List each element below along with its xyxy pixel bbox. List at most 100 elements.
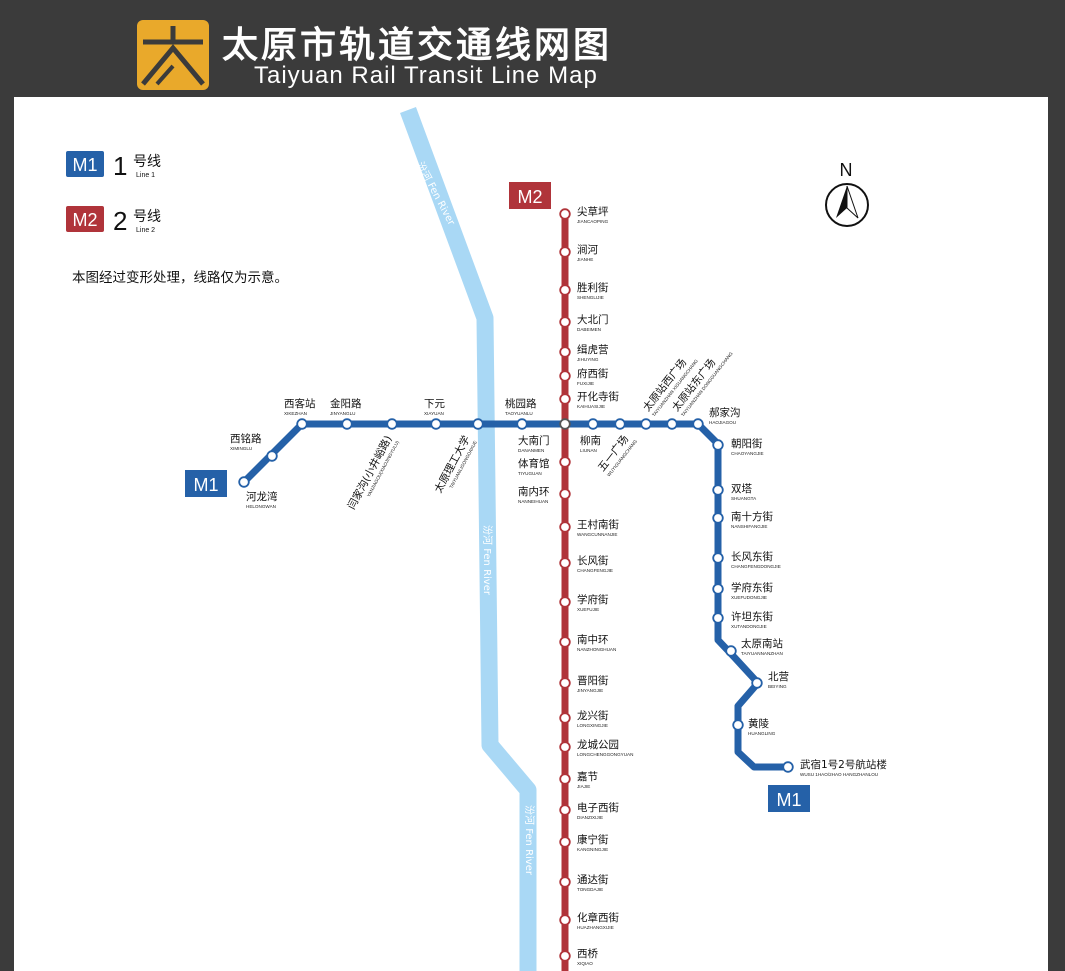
- line1-station-pinyin-17: CHANGFENGDONGJIE: [731, 564, 781, 569]
- line2-station-17[interactable]: [559, 804, 571, 816]
- line1-station-13[interactable]: [692, 418, 704, 430]
- line1-station-19[interactable]: [712, 612, 724, 624]
- line1-station-16[interactable]: [712, 512, 724, 524]
- line2-station-16[interactable]: [559, 773, 571, 785]
- line1-station-14[interactable]: [712, 439, 724, 451]
- line1-station-15[interactable]: [712, 484, 724, 496]
- line2-station-9[interactable]: [559, 521, 571, 533]
- line1-station-pinyin-20: TAIYUANNANZHAN: [741, 651, 783, 656]
- line1-station-22[interactable]: [732, 719, 744, 731]
- line2-station-4[interactable]: [559, 346, 571, 358]
- line2-station-name-7: 体育馆: [518, 457, 550, 470]
- line2-station-6[interactable]: [559, 393, 571, 405]
- line1-station-12[interactable]: [666, 418, 678, 430]
- line2-station-1[interactable]: [559, 246, 571, 258]
- line1-station-pinyin-15: SHUANGTA: [731, 496, 757, 501]
- line1-station-name-21: 北营: [768, 670, 789, 683]
- line1-station-7[interactable]: [516, 418, 528, 430]
- line1-station-1[interactable]: [266, 450, 278, 462]
- line2-station-20[interactable]: [559, 914, 571, 926]
- line1-station-4[interactable]: [386, 418, 398, 430]
- line2-station-11[interactable]: [559, 596, 571, 608]
- line2-station-3[interactable]: [559, 316, 571, 328]
- line1-station-name-1: 西铭路: [230, 432, 262, 445]
- line2-station-pinyin-12: NANZHONGHUAN: [577, 647, 616, 652]
- line2-station-pinyin-5: FUXIJIE: [577, 381, 594, 386]
- line2-station-pinyin-3: DABEIMEN: [577, 327, 601, 332]
- line1-station-18[interactable]: [712, 583, 724, 595]
- line2-station-21[interactable]: [559, 950, 571, 962]
- line2-station-pinyin-19: TONGDAJIE: [577, 887, 603, 892]
- line1-station-0[interactable]: [238, 476, 250, 488]
- line1-station-6[interactable]: [472, 418, 484, 430]
- line2-station-name-18: 康宁街: [577, 833, 609, 846]
- line1-station-name-22: 黄陵: [748, 717, 769, 730]
- line2-station-13[interactable]: [559, 677, 571, 689]
- line2-station-2[interactable]: [559, 284, 571, 296]
- line2-station-19[interactable]: [559, 876, 571, 888]
- line2-station-12[interactable]: [559, 636, 571, 648]
- line2-station-7[interactable]: [559, 456, 571, 468]
- line1-station-3[interactable]: [341, 418, 353, 430]
- line1-station-name-17: 长风东街: [731, 550, 773, 563]
- legend-badge-m2: [66, 206, 104, 232]
- line1-station-11[interactable]: [640, 418, 652, 430]
- line1-station-17[interactable]: [712, 552, 724, 564]
- line1-station-2[interactable]: [296, 418, 308, 430]
- line2-station-14[interactable]: [559, 712, 571, 724]
- line2-station-pinyin-21: XIQIAO: [577, 961, 593, 966]
- compass-needle-icon: [836, 186, 847, 218]
- line1-station-23[interactable]: [782, 761, 794, 773]
- m1-west-badge-box: [185, 470, 227, 497]
- line2-station-pinyin-2: SHENGLIJIE: [577, 295, 604, 300]
- m2-terminal-badge: M2: [509, 182, 551, 209]
- line1-station-name-18: 学府东街: [731, 581, 773, 594]
- line1-station-pinyin-5: XIAYUAN: [424, 411, 444, 416]
- line1-station-pinyin-21: BEIYING: [768, 684, 787, 689]
- line1-station-10[interactable]: [614, 418, 626, 430]
- line2-station-name-21: 西桥: [577, 948, 598, 960]
- line2-station-pinyin-1: JIANHE: [577, 257, 593, 262]
- map-title-chinese: 太原市轨道交通线网图: [222, 25, 613, 66]
- line2-station-name-19: 通达街: [577, 873, 609, 886]
- line2-station-name-16: 嘉节: [577, 770, 598, 783]
- line1-station-5[interactable]: [430, 418, 442, 430]
- line2-station-name-1: 涧河: [577, 243, 598, 256]
- line2-station-name-12: 南中环: [577, 633, 609, 646]
- line2-station-15[interactable]: [559, 741, 571, 753]
- line1-station-21[interactable]: [751, 677, 763, 689]
- line1-station-8[interactable]: [559, 418, 571, 430]
- line1-station-name-3: 金阳路: [330, 397, 362, 410]
- line2-station-name-9: 王村南街: [577, 518, 619, 531]
- line2-station-18[interactable]: [559, 836, 571, 848]
- line1-station-name-7: 桃园路: [505, 397, 537, 410]
- line2-station-pinyin-20: HUAZHANGXIJIE: [577, 925, 614, 930]
- line2-station-0[interactable]: [559, 208, 571, 220]
- line1-station-9[interactable]: [587, 418, 599, 430]
- line2-station-name-13: 晋阳街: [577, 674, 609, 687]
- line1-station-name-4: 闫家沟(小井峪路): [345, 433, 395, 511]
- line1-station-label-4: 闫家沟(小井峪路)YANJIAGOU(XIAOJINGYULU): [345, 433, 400, 511]
- line1-station-20[interactable]: [725, 645, 737, 657]
- line2-station-pinyin-10: CHANGFENGJIE: [577, 568, 613, 573]
- line1-station-pinyin-13: HAOJIAGOU: [709, 420, 736, 425]
- line1-station-pinyin-0: HELONGWAN: [246, 504, 276, 509]
- line2-station-8[interactable]: [559, 488, 571, 500]
- line1-station-name-15: 双塔: [731, 482, 752, 495]
- river-label-2: 汾河 Fen River: [523, 805, 535, 876]
- line2-station-pinyin-17: DIANZIXIJIE: [577, 815, 603, 820]
- line2-station-name-6: 开化寺街: [577, 390, 619, 403]
- line1-station-pinyin-2: XIKEZHAN: [284, 411, 307, 416]
- compass: N: [825, 160, 869, 227]
- line2-station-5[interactable]: [559, 370, 571, 382]
- line2-station-10[interactable]: [559, 557, 571, 569]
